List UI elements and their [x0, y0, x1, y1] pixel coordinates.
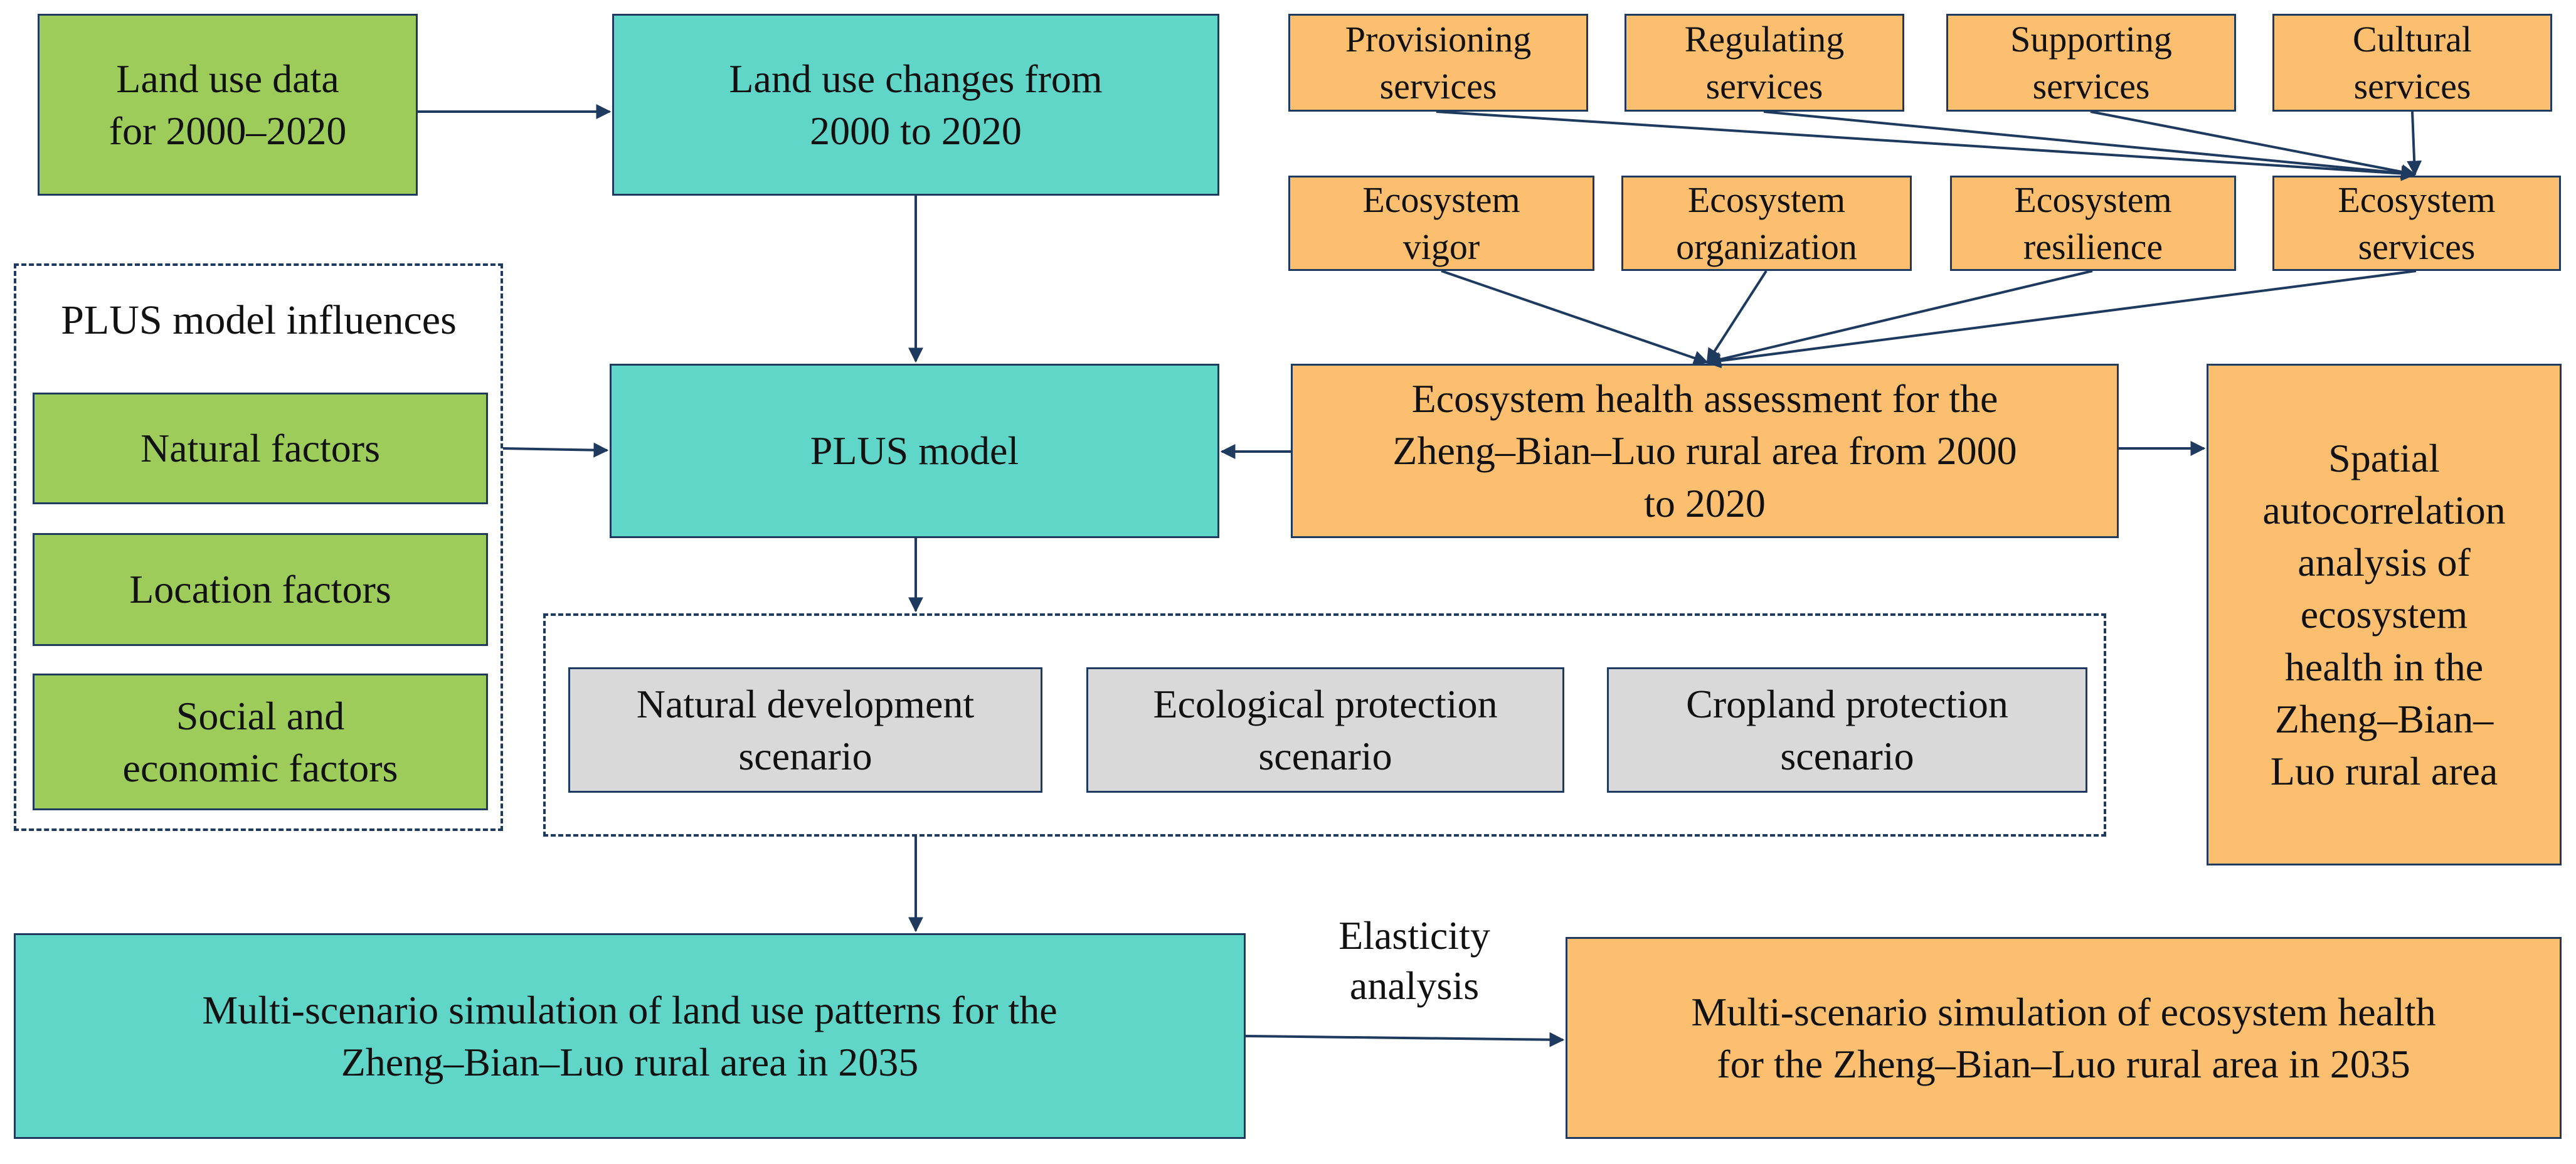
node-cultural-services-label: Cultural services	[2352, 18, 2473, 107]
node-ecological-protection-scenario: Ecological protection scenario	[1086, 667, 1564, 793]
edge-services-to-assessment	[1705, 270, 2417, 369]
node-ecosystem-services: Ecosystem services	[2272, 176, 2561, 271]
node-natural-factors-label: Natural factors	[140, 426, 381, 471]
node-location-factors: Location factors	[33, 533, 488, 646]
edge-elasticity	[1245, 1032, 1565, 1047]
node-provisioning-services-label: Provisioning services	[1345, 18, 1532, 107]
edge-provisioning-to-services	[1436, 110, 2417, 181]
edge-resilience-to-assessment	[1705, 270, 2093, 367]
node-land-use-data-label: Land use data for 2000–2020	[109, 56, 347, 153]
node-land-use-changes-label: Land use changes from 2000 to 2020	[729, 56, 1103, 153]
node-natural-development-label: Natural development scenario	[636, 681, 975, 778]
node-ecosystem-vigor-label: Ecosystem vigor	[1362, 179, 1520, 267]
node-ecosystem-vigor: Ecosystem vigor	[1288, 176, 1594, 271]
node-plus-model: PLUS model	[610, 364, 1219, 538]
node-cropland-protection-label: Cropland protection scenario	[1686, 681, 2008, 778]
scenario-group	[543, 613, 2106, 837]
node-multi-scenario-land-use: Multi-scenario simulation of land use pa…	[14, 933, 1246, 1139]
node-regulating-services-label: Regulating services	[1684, 18, 1845, 107]
edge-organization-to-assessment	[1706, 270, 1768, 364]
node-cropland-protection-scenario: Cropland protection scenario	[1607, 667, 2087, 793]
node-social-economic-factors-label: Social and economic factors	[122, 693, 398, 790]
edge-cultural-to-services	[2407, 111, 2422, 176]
node-land-use-changes: Land use changes from 2000 to 2020	[612, 14, 1219, 196]
node-location-factors-label: Location factors	[129, 567, 391, 612]
edge-label-elasticity-analysis: Elasticity analysis	[1338, 913, 1490, 1008]
node-multi-scenario-ecosystem-health: Multi-scenario simulation of ecosystem h…	[1566, 937, 2562, 1139]
node-multi-scenario-ecosystem-health-label: Multi-scenario simulation of ecosystem h…	[1691, 989, 2436, 1086]
plus-influences-title: PLUS model influences	[61, 297, 457, 343]
node-eh-assessment: Ecosystem health assessment for the Zhen…	[1291, 364, 2119, 538]
node-spatial-autocorrelation-label: Spatial autocorrelation analysis of ecos…	[2262, 435, 2506, 793]
node-eh-assessment-label: Ecosystem health assessment for the Zhen…	[1392, 376, 2017, 526]
node-spatial-autocorrelation: Spatial autocorrelation analysis of ecos…	[2207, 364, 2562, 865]
edge-regulating-to-services	[1763, 110, 2417, 181]
node-ecosystem-resilience: Ecosystem resilience	[1950, 176, 2236, 271]
node-land-use-data: Land use data for 2000–2020	[38, 14, 418, 196]
edge-vigor-to-assessment	[1441, 270, 1709, 366]
node-natural-development-scenario: Natural development scenario	[568, 667, 1042, 793]
node-ecosystem-resilience-label: Ecosystem resilience	[2014, 179, 2172, 267]
node-ecological-protection-label: Ecological protection scenario	[1153, 681, 1498, 778]
node-ecosystem-organization-label: Ecosystem organization	[1676, 179, 1857, 267]
node-ecosystem-services-label: Ecosystem services	[2338, 179, 2496, 267]
edge-supporting-to-services	[2090, 110, 2417, 179]
node-plus-model-label: PLUS model	[810, 428, 1019, 474]
node-provisioning-services: Provisioning services	[1288, 14, 1588, 112]
node-ecosystem-organization: Ecosystem organization	[1621, 176, 1912, 271]
node-supporting-services-label: Supporting services	[2010, 18, 2172, 107]
node-multi-scenario-land-use-label: Multi-scenario simulation of land use pa…	[202, 987, 1057, 1084]
edge-influences-to-plus	[502, 442, 609, 458]
node-social-economic-factors: Social and economic factors	[33, 674, 488, 810]
node-regulating-services: Regulating services	[1625, 14, 1904, 112]
node-supporting-services: Supporting services	[1946, 14, 2236, 112]
plus-influences-group	[14, 263, 503, 831]
node-natural-factors: Natural factors	[33, 393, 488, 504]
node-cultural-services: Cultural services	[2272, 14, 2552, 112]
